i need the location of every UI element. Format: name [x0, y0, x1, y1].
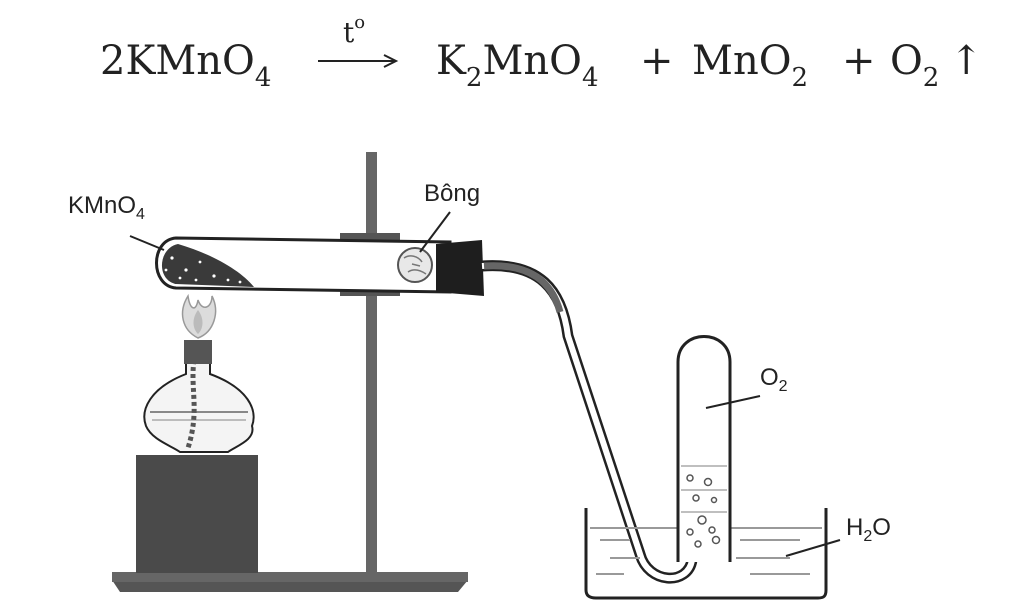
reaction-condition: to	[343, 12, 366, 49]
label-kmno4: KMnO4	[68, 192, 145, 223]
leader-o2	[705, 395, 761, 409]
lamp-neck	[184, 340, 212, 364]
reaction-arrow-icon	[318, 54, 399, 68]
collection-tube	[676, 335, 732, 562]
gas-bubbles	[686, 474, 721, 548]
kmno4-powder	[161, 244, 254, 287]
delivery-tube-inner	[481, 262, 697, 581]
reactant: 2KMnO4	[100, 38, 272, 93]
leader-h2o	[785, 539, 841, 557]
reaction-equation: 2KMnO4 to K2MnO4 + MnO2 + O2↑	[0, 12, 1024, 98]
cotton-texture	[403, 255, 427, 275]
stand-rod	[366, 152, 377, 574]
lamp-block	[136, 455, 258, 573]
stand-base	[112, 580, 468, 592]
powder-speckles	[164, 256, 242, 284]
delivery-tube	[481, 260, 700, 584]
alcohol-lamp	[143, 361, 255, 453]
water-basin	[584, 508, 828, 600]
label-bong: Bông	[424, 180, 481, 207]
stand-base-top	[112, 572, 468, 582]
lamp-wick	[185, 359, 197, 449]
leader-kmno4	[129, 235, 165, 251]
product-k2mno4: K2MnO4	[436, 38, 599, 93]
rubber-stopper	[436, 240, 484, 296]
label-h2o: H2O	[846, 514, 891, 545]
leader-bong	[419, 211, 451, 253]
delivery-tube-rubber	[483, 262, 564, 313]
label-o2: O2	[760, 364, 788, 395]
gas-arrow-icon: ↑	[949, 38, 983, 84]
product-o2: O2↑	[890, 38, 983, 93]
plus-sign: +	[842, 38, 876, 84]
plus-sign: +	[640, 38, 674, 84]
flame-inner	[193, 310, 203, 334]
product-mno2: MnO2	[692, 38, 809, 93]
collection-water-lines	[681, 465, 727, 513]
